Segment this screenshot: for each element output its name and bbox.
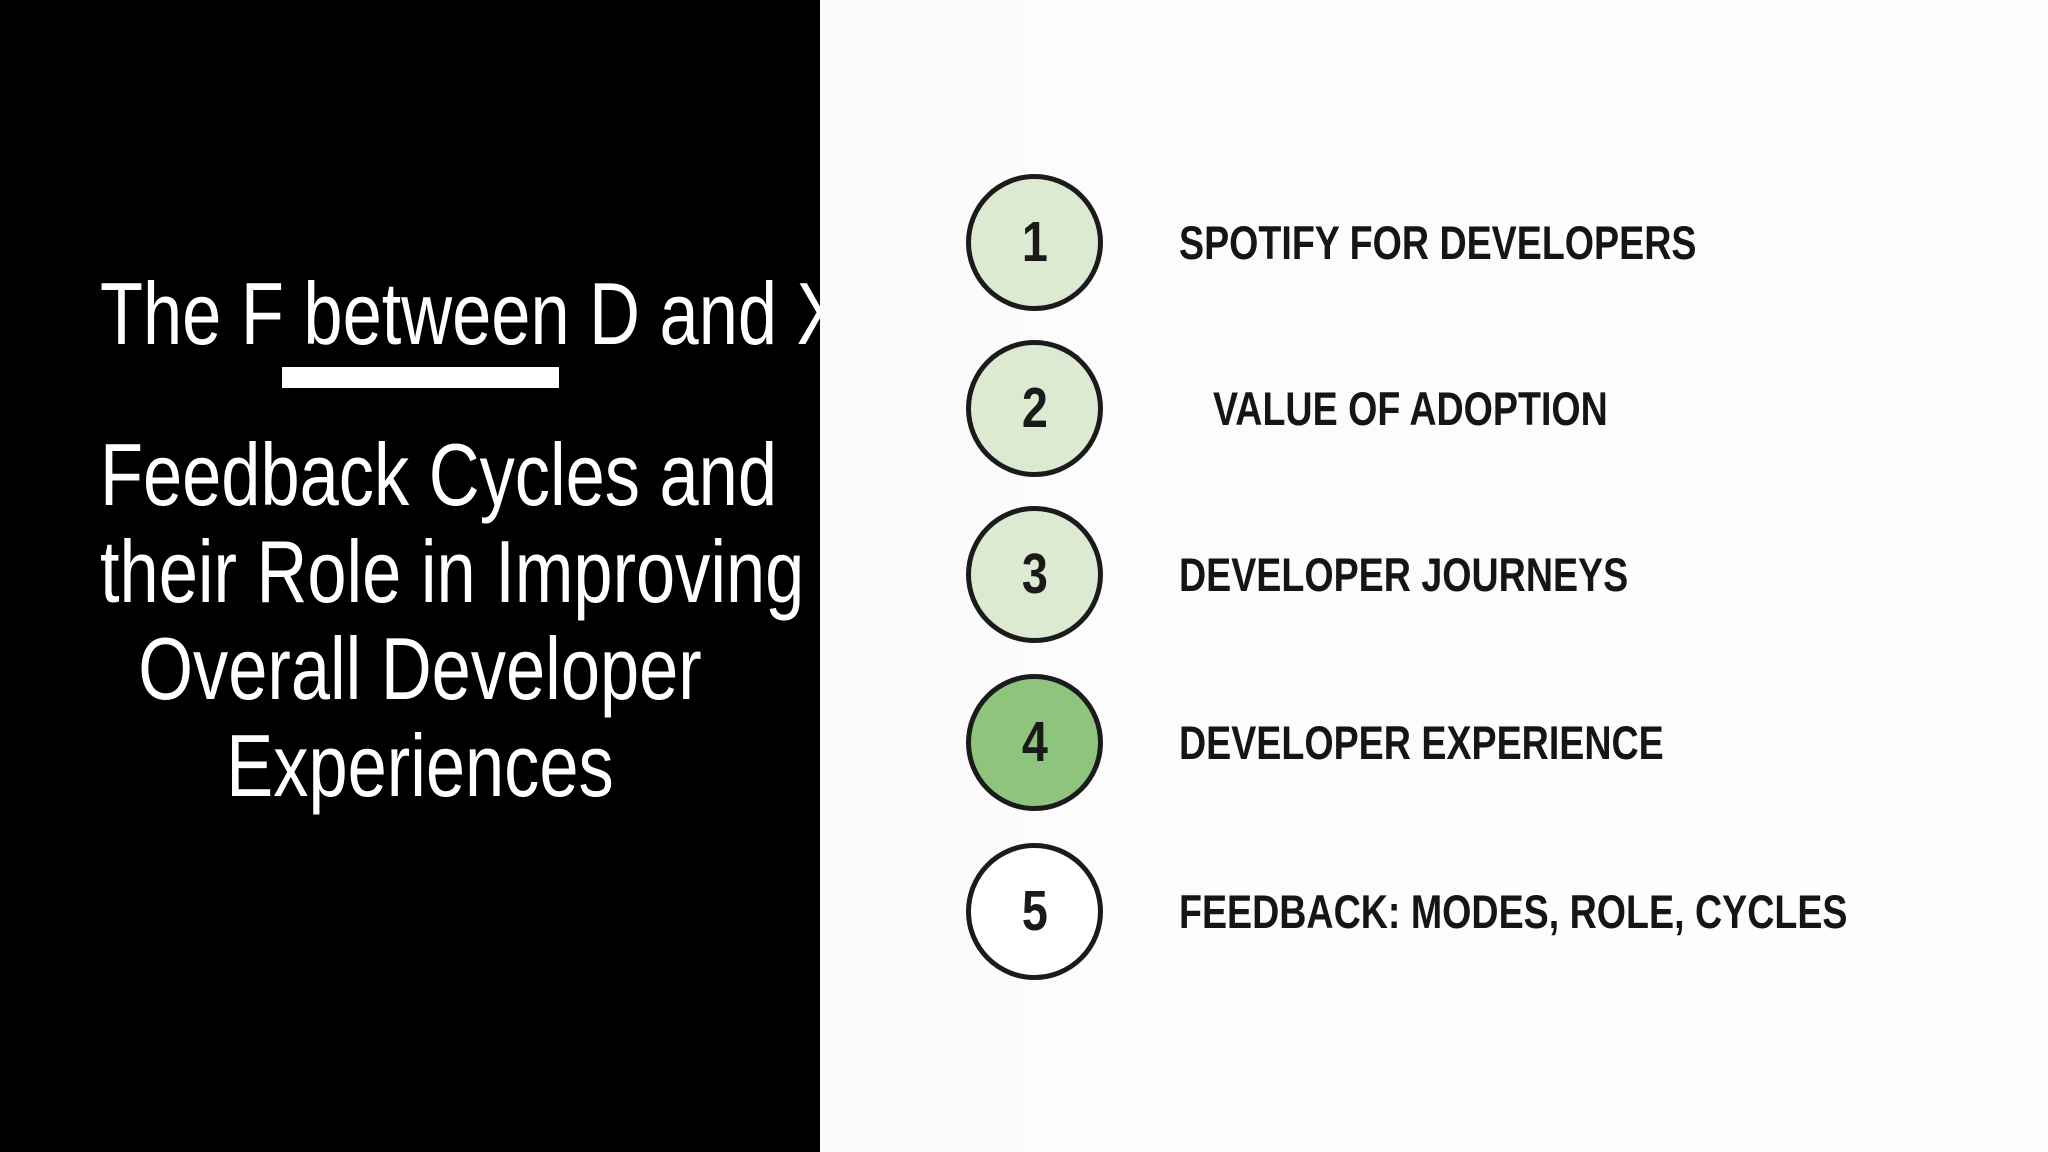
agenda-number-2: 2 — [1021, 376, 1048, 440]
agenda-number-5: 5 — [1021, 879, 1048, 943]
subtitle-line: Feedback Cycles and — [100, 425, 777, 524]
subtitle-line: Overall Developer — [138, 619, 702, 718]
agenda-label-2: VALUE OF ADOPTION — [1213, 382, 1608, 435]
slide-title: The F between D and X: — [100, 264, 864, 363]
agenda-number-1: 1 — [1021, 210, 1048, 274]
agenda-label-1: SPOTIFY FOR DEVELOPERS — [1179, 216, 1697, 269]
agenda-number-3: 3 — [1021, 542, 1048, 606]
agenda-item-3: 3 DEVELOPER JOURNEYS — [966, 506, 1741, 643]
agenda-label-4: DEVELOPER EXPERIENCE — [1179, 716, 1664, 769]
title-panel: The F between D and X: Feedback Cycles a… — [0, 0, 864, 1152]
agenda-number-circle-5: 5 — [966, 843, 1103, 980]
agenda-item-5: 5 FEEDBACK: MODES, ROLE, CYCLES — [966, 843, 2015, 980]
subtitle-line: Experiences — [226, 716, 614, 815]
agenda-panel: 1 SPOTIFY FOR DEVELOPERS 2 VALUE OF ADOP… — [820, 0, 2048, 1152]
title-divider — [282, 367, 559, 388]
slide-subtitle: Feedback Cycles and their Role in Improv… — [20, 426, 820, 814]
agenda-item-2: 2 VALUE OF ADOPTION — [966, 340, 1707, 477]
agenda-number-circle-3: 3 — [966, 506, 1103, 643]
agenda-label-5: FEEDBACK: MODES, ROLE, CYCLES — [1179, 885, 1848, 938]
agenda-number-circle-1: 1 — [966, 174, 1103, 311]
title-panel-content: The F between D and X: Feedback Cycles a… — [20, 0, 864, 1152]
agenda-number-4: 4 — [1021, 710, 1048, 774]
agenda-label-3: DEVELOPER JOURNEYS — [1179, 548, 1629, 601]
subtitle-line: their Role in Improving — [100, 522, 805, 621]
agenda-item-4: 4 DEVELOPER EXPERIENCE — [966, 674, 1785, 811]
agenda-number-circle-2: 2 — [966, 340, 1103, 477]
agenda-item-1: 1 SPOTIFY FOR DEVELOPERS — [966, 174, 1826, 311]
agenda-number-circle-4: 4 — [966, 674, 1103, 811]
